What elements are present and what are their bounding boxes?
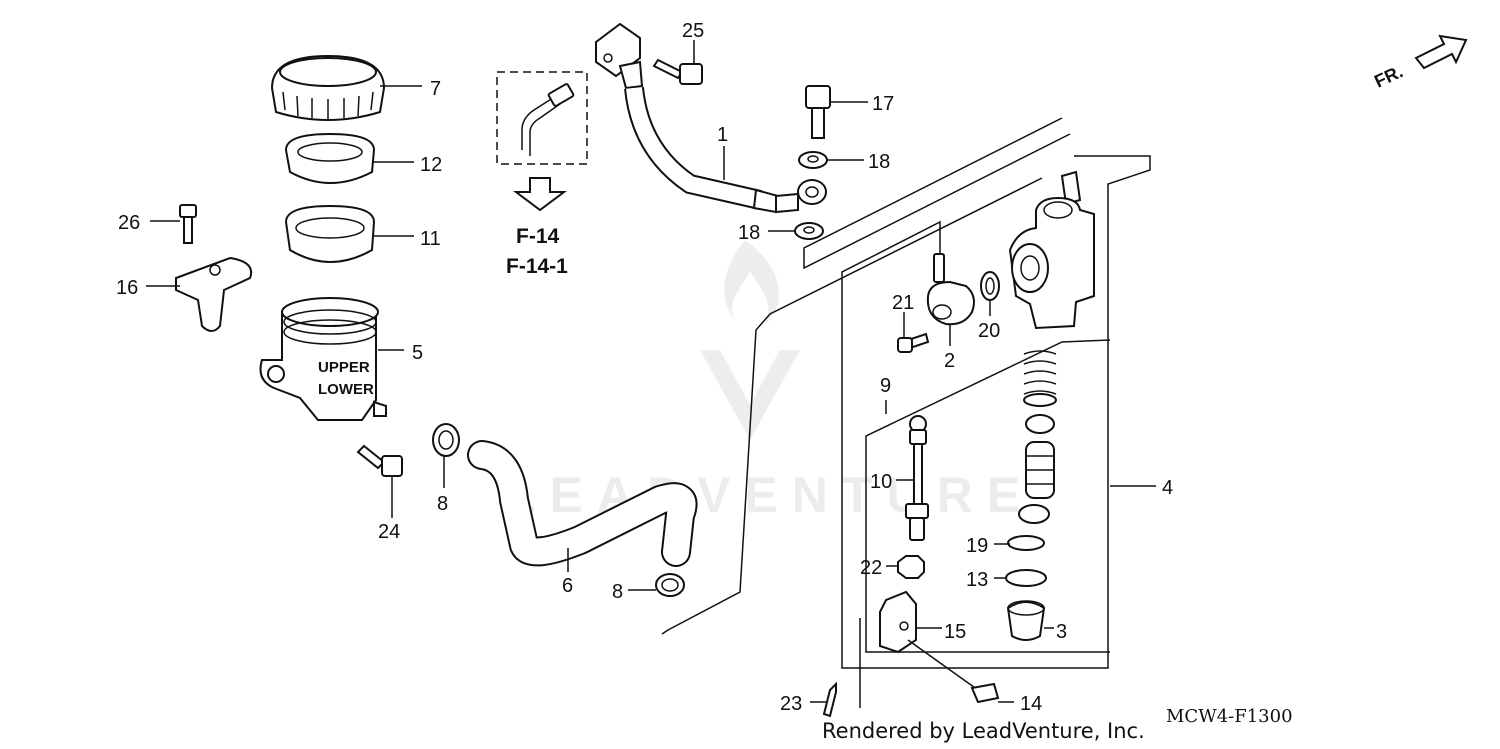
callout-14: 14 [1020, 693, 1042, 715]
footer-credit: Rendered by LeadVenture, Inc. [822, 719, 1145, 743]
callout-23: 23 [780, 693, 802, 715]
part-20-o-ring[interactable] [980, 271, 1000, 301]
callout-25: 25 [682, 20, 704, 42]
part-22-nut[interactable] [897, 555, 925, 579]
reference-f14: F-14 [516, 225, 560, 248]
part-10-push-rod[interactable] [905, 415, 929, 541]
callout-19: 19 [966, 535, 988, 557]
part-12-diaphragm-plate[interactable] [284, 132, 376, 184]
diagram-code: MCW4-F1300 [1166, 706, 1293, 727]
callout-5: 5 [412, 342, 423, 364]
watermark: LEADVENTURE [505, 240, 1034, 523]
part-18-washer-lower[interactable] [794, 222, 824, 240]
callout-12: 12 [420, 154, 442, 176]
reference-f14-1: F-14-1 [506, 255, 568, 278]
part-8-hose-clip-upper[interactable] [432, 423, 460, 457]
callout-7: 7 [430, 78, 441, 100]
callout-18-lower: 18 [738, 222, 760, 244]
secondary-cup[interactable] [1018, 504, 1050, 524]
part-15-clevis[interactable] [879, 590, 917, 654]
callout-24: 24 [378, 521, 400, 543]
piston-cup[interactable] [1025, 414, 1055, 434]
part-11-diaphragm[interactable] [284, 204, 376, 263]
piston-spring[interactable] [1023, 350, 1057, 407]
callout-26: 26 [118, 212, 140, 234]
callout-18-upper: 18 [868, 151, 890, 173]
callout-22: 22 [860, 557, 882, 579]
part-5-reservoir[interactable]: UPPER LOWER [259, 297, 387, 421]
part-8-hose-clip-lower[interactable] [655, 573, 685, 597]
part-7-reservoir-cap[interactable] [270, 54, 386, 121]
front-direction-label: FR. [1371, 61, 1406, 91]
piston[interactable] [1025, 441, 1055, 499]
reservoir-lower-mark: LOWER [318, 381, 374, 398]
front-direction-indicator: FR. [1371, 34, 1468, 92]
callout-10: 10 [870, 471, 892, 493]
callout-20: 20 [978, 320, 1000, 342]
callout-4: 4 [1162, 477, 1173, 499]
part-18-washer-upper[interactable] [798, 151, 828, 169]
callout-15: 15 [944, 621, 966, 643]
part-19-circlip[interactable] [1007, 535, 1045, 551]
callout-6: 6 [562, 575, 573, 597]
part-17-bolt[interactable] [805, 85, 831, 139]
part-23-cotter-pin[interactable] [822, 681, 837, 718]
part-13-circlip[interactable] [1005, 569, 1047, 587]
callout-8-lower: 8 [612, 581, 623, 603]
part-14-pin[interactable] [907, 639, 1000, 704]
part-24-bolt[interactable] [356, 444, 403, 477]
watermark-text: LEADVENTURE [505, 467, 1034, 523]
part-25-bolt[interactable] [652, 58, 703, 85]
callout-1: 1 [717, 124, 728, 146]
callout-16: 16 [116, 277, 138, 299]
part-3-boot[interactable] [1006, 600, 1046, 641]
reference-arrow [513, 177, 567, 212]
callout-17: 17 [872, 93, 894, 115]
part-6-reservoir-hose[interactable] [467, 440, 698, 567]
part-1-brake-hose[interactable] [595, 22, 827, 214]
callout-2: 2 [944, 350, 955, 372]
callout-21: 21 [892, 292, 914, 314]
assembly-outline-lines [661, 117, 1151, 708]
part-26-bolt[interactable] [179, 204, 197, 244]
reference-box [496, 71, 588, 165]
callout-8-upper: 8 [437, 493, 448, 515]
callout-3: 3 [1056, 621, 1067, 643]
part-2-joint[interactable] [926, 253, 975, 326]
callout-13: 13 [966, 569, 988, 591]
master-cylinder-body[interactable] [1008, 170, 1095, 330]
callout-9: 9 [880, 375, 891, 397]
part-21-screw[interactable] [897, 332, 930, 353]
callout-11: 11 [420, 228, 441, 250]
reservoir-upper-mark: UPPER [318, 359, 370, 376]
part-16-stay-bracket[interactable] [175, 256, 252, 332]
leader-lines [146, 40, 1156, 703]
